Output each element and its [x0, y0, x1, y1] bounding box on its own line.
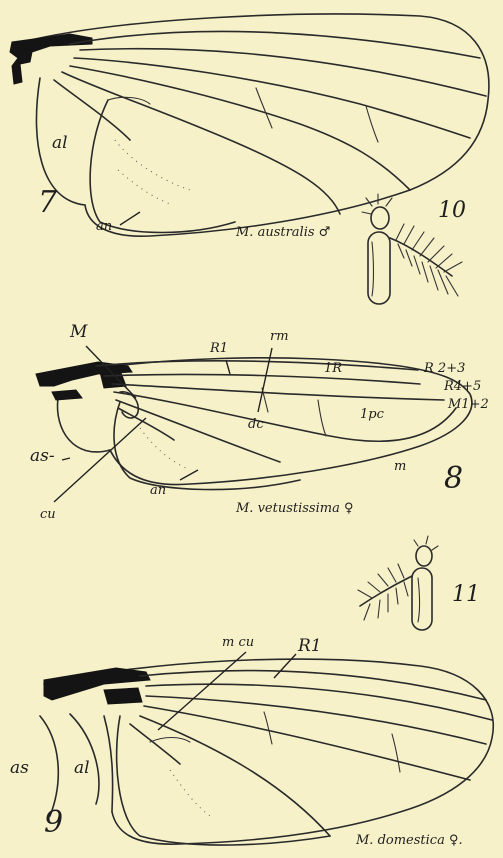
label-R1: R1	[210, 342, 228, 355]
figure-8-number: 8	[444, 464, 463, 494]
label-as: as-	[30, 448, 55, 465]
label-rm: rm	[270, 330, 289, 343]
label-dc: dc	[248, 418, 264, 431]
label-cu: cu	[40, 508, 56, 521]
label-R4-5: R4+5	[444, 380, 481, 393]
figure-7-number: 7	[38, 188, 57, 218]
figure-7-species: M. australis ♂	[236, 226, 330, 239]
figure-9-wing	[40, 652, 493, 845]
figure-7-wing	[10, 14, 489, 236]
figure-11-antenna	[358, 536, 438, 630]
label-R2-3: R 2+3	[424, 362, 465, 375]
figure-10-number: 10	[438, 200, 466, 222]
figure-9-number: 9	[44, 808, 63, 838]
label-M: M	[70, 324, 87, 341]
figure-9-species: M. domestica ♀.	[356, 834, 463, 847]
label-al: al	[52, 135, 68, 152]
label-M1-2: M1+2	[448, 398, 489, 411]
figure-11-number: 11	[452, 584, 480, 606]
label-an-8: an	[150, 484, 166, 497]
label-mcu: m cu	[222, 636, 254, 649]
figure-8-species: M. vetustissima ♀	[236, 502, 353, 515]
label-as-9: as	[10, 760, 29, 777]
label-R1-9: R1	[298, 638, 322, 655]
label-m: m	[394, 460, 406, 473]
label-1R: 1R	[324, 362, 342, 375]
label-al-9: al	[74, 760, 90, 777]
label-1pc: 1pc	[360, 408, 384, 421]
label-an: an	[96, 220, 112, 233]
